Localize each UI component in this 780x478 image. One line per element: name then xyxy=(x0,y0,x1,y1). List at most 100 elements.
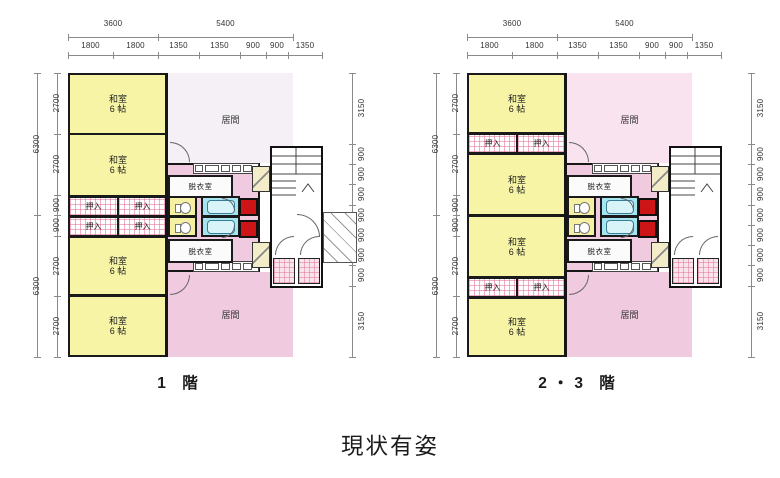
room-label: 和室 xyxy=(507,317,526,327)
counter-icon xyxy=(221,263,230,270)
dim-label: 6300 xyxy=(431,134,440,154)
room-dressing: 脱衣室 xyxy=(168,175,233,198)
room-label: 和室 xyxy=(507,174,526,185)
dim-label: 1800 xyxy=(525,41,544,50)
washing-machine-icon xyxy=(195,165,203,172)
room-label: 押入 xyxy=(533,139,550,148)
kitchenette-counter xyxy=(592,163,658,174)
dim-label: 2700 xyxy=(451,93,460,113)
dim-label: 1350 xyxy=(568,41,587,50)
dim-label: 2700 xyxy=(52,316,61,336)
dim-label: 6300 xyxy=(431,276,440,296)
room-label: 押入 xyxy=(484,139,501,148)
room-label: 和室 xyxy=(108,316,127,326)
room-label: 脱衣室 xyxy=(587,182,612,191)
counter-icon xyxy=(620,263,629,270)
room-label: 和室 xyxy=(108,94,127,104)
room-label: 居間 xyxy=(221,114,240,125)
wall xyxy=(258,163,260,272)
closet: 押入 xyxy=(68,216,119,237)
dim-label: 900 xyxy=(357,268,366,282)
dim-label: 5400 xyxy=(615,19,634,28)
toilet-room xyxy=(567,196,596,217)
dim-label: 1350 xyxy=(169,41,188,50)
dim-label: 900 xyxy=(451,218,460,232)
water-heater-icon xyxy=(232,165,241,172)
sheet-title: 現状有姿 xyxy=(340,434,439,459)
dim-line xyxy=(68,34,294,41)
room-size-label: 6 帖 xyxy=(508,246,526,257)
room-label: 押入 xyxy=(134,222,151,231)
dim-line xyxy=(748,73,755,358)
dim-label: 3600 xyxy=(103,19,123,28)
washing-machine-icon xyxy=(195,263,203,270)
dim-label: 1350 xyxy=(210,41,229,50)
dim-label: 900 xyxy=(669,41,683,50)
dim-label: 2700 xyxy=(451,256,460,276)
dim-label: 900 xyxy=(52,218,61,232)
closet: 押入 xyxy=(467,277,518,298)
washing-machine-icon xyxy=(594,165,602,172)
shaft-red xyxy=(638,220,657,238)
closet: 押入 xyxy=(516,277,567,298)
dim-line xyxy=(467,52,722,59)
range-hatch-icon xyxy=(642,263,651,270)
dim-line xyxy=(54,73,61,358)
room-label: 居間 xyxy=(221,310,240,320)
counter-icon xyxy=(221,165,230,172)
room-dressing: 脱衣室 xyxy=(567,175,632,198)
room-size-label: 6 帖 xyxy=(109,266,127,276)
range-hatch-icon xyxy=(243,165,252,172)
water-heater-icon xyxy=(631,263,640,270)
room-label: 和室 xyxy=(108,155,127,165)
room-size-label: 6 帖 xyxy=(109,326,127,336)
entrance-porch xyxy=(323,212,357,263)
room-dressing: 脱衣室 xyxy=(168,239,233,263)
sink-icon xyxy=(604,263,618,270)
toilet-icon xyxy=(175,221,191,234)
dim-label: 900 xyxy=(756,268,765,282)
room-dressing: 脱衣室 xyxy=(567,239,632,263)
dim-label: 6300 xyxy=(32,134,41,154)
washing-machine-icon xyxy=(594,263,602,270)
closet: 押入 xyxy=(467,133,518,154)
room-size-label: 6 帖 xyxy=(508,184,526,195)
dim-line xyxy=(453,73,460,358)
toilet-room xyxy=(567,216,596,237)
room-label: 脱衣室 xyxy=(188,182,213,191)
range-hatch-icon xyxy=(642,165,651,172)
dim-line xyxy=(467,34,693,41)
dim-label: 1800 xyxy=(480,41,499,50)
dim-label: 5400 xyxy=(216,19,235,28)
shaft-red xyxy=(239,198,258,216)
toilet-room xyxy=(168,196,197,217)
shaft-red xyxy=(239,220,258,238)
floorplan-2-3f: 3600 5400 1800 1800 1350 1350 900 900 13… xyxy=(399,0,780,420)
dim-label: 1800 xyxy=(126,41,145,50)
corner-closet xyxy=(651,242,669,268)
toilet-room xyxy=(168,216,197,237)
room-label: 押入 xyxy=(484,283,501,292)
wall xyxy=(564,73,567,357)
corner-closet xyxy=(252,242,270,268)
dim-line xyxy=(433,73,440,358)
dim-line xyxy=(68,52,323,59)
dim-label: 2700 xyxy=(451,154,460,174)
dim-label: 900 xyxy=(645,41,659,50)
dim-label: 1350 xyxy=(609,41,628,50)
floor-label: 2・3 階 xyxy=(538,375,621,392)
shaft-red xyxy=(638,198,657,216)
floor-label: 1 階 xyxy=(157,375,204,392)
wall xyxy=(657,163,659,272)
entry-tile xyxy=(672,258,694,284)
room-label: 和室 xyxy=(108,256,127,266)
counter-icon xyxy=(620,165,629,172)
room-size-label: 6 帖 xyxy=(508,103,526,114)
kitchenette-counter xyxy=(193,163,259,174)
range-hatch-icon xyxy=(243,263,252,270)
